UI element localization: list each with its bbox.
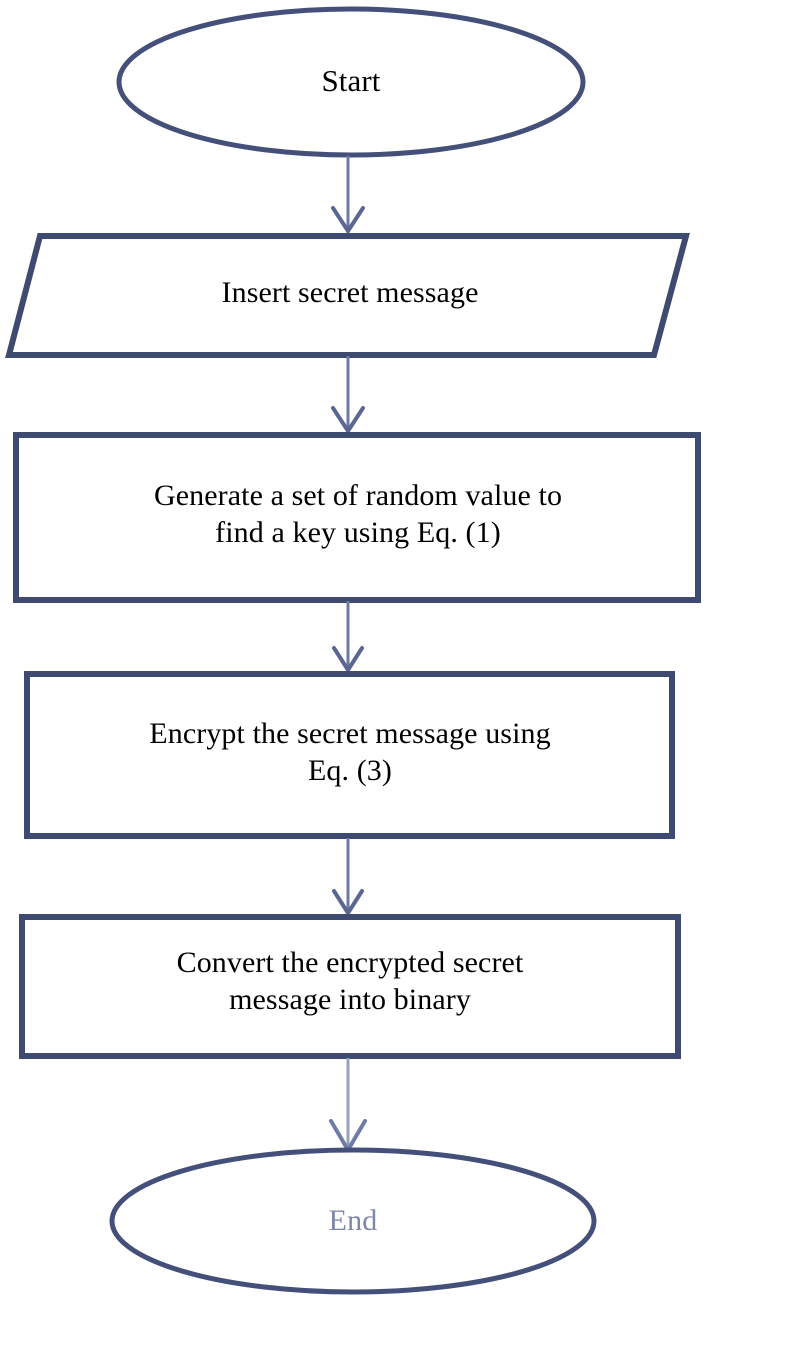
connector-insert-to-generate [331, 356, 365, 433]
node-insert-parallelogram[interactable] [5, 233, 690, 358]
connector-start-to-insert [331, 156, 365, 233]
connector-convert-to-end [329, 1058, 367, 1152]
node-encrypt-rectangle[interactable] [24, 671, 675, 839]
node-generate-label: Generate a set of random value to find a… [153, 479, 563, 549]
figure-caption-cropped [0, 1356, 803, 1366]
connector-encrypt-to-convert [332, 838, 364, 915]
node-encrypt-label: Encrypt the secret message using Eq. (3) [149, 717, 551, 787]
node-start-label: Start [321, 63, 381, 98]
node-generate-rectangle[interactable] [13, 432, 701, 603]
node-insert-label: Insert secret message [221, 276, 479, 309]
node-end-ellipse[interactable] [109, 1147, 597, 1295]
node-convert-label: Convert the encrypted secret message int… [176, 946, 524, 1016]
node-start-ellipse[interactable] [116, 6, 586, 158]
node-convert-rectangle[interactable] [19, 914, 681, 1059]
connector-generate-to-encrypt [332, 601, 364, 672]
node-end-label: End [328, 1204, 378, 1237]
